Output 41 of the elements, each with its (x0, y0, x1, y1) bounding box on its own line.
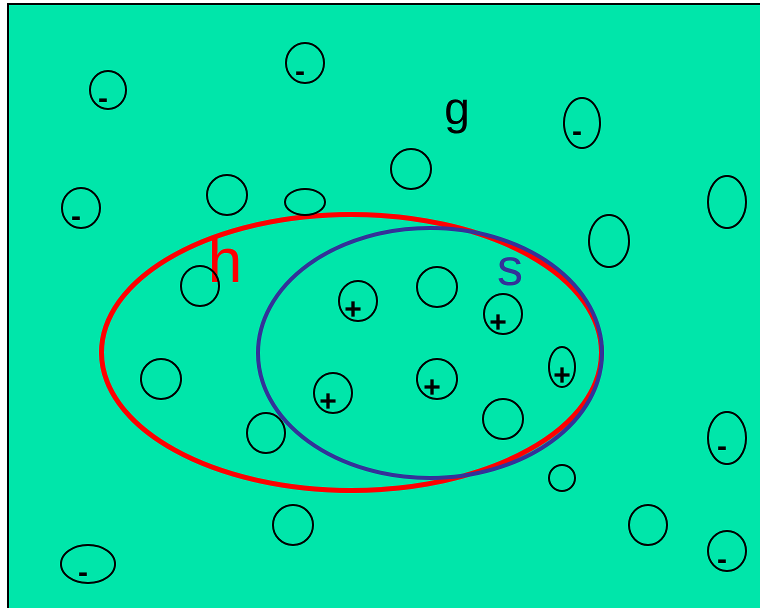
sign-label: + (319, 387, 337, 417)
sign-label: + (489, 308, 507, 338)
element-circle (390, 148, 432, 190)
element-circle (483, 293, 523, 335)
set-ellipse (256, 226, 604, 480)
set-label: g (444, 85, 470, 131)
element-circle (338, 280, 378, 322)
sign-label: - (78, 558, 88, 588)
element-circle (588, 214, 630, 268)
element-circle (416, 358, 458, 400)
element-circle (284, 188, 326, 216)
element-circle (272, 504, 314, 546)
element-circle (628, 504, 668, 546)
element-circle (285, 42, 325, 84)
set-rectangle (7, 3, 760, 608)
sign-label: - (71, 202, 81, 232)
sign-label: - (717, 545, 727, 575)
sign-label: + (344, 295, 362, 325)
element-circle (707, 175, 747, 229)
sign-label: - (98, 84, 108, 114)
element-circle (60, 544, 116, 584)
element-circle (61, 187, 101, 229)
element-circle (89, 70, 127, 110)
set-label: s (497, 242, 523, 294)
element-circle (313, 372, 353, 414)
element-circle (707, 530, 747, 572)
element-circle (140, 358, 182, 400)
element-circle (416, 266, 458, 308)
sign-label: - (717, 432, 727, 462)
element-circle (482, 398, 524, 440)
sign-label: + (553, 361, 571, 391)
sign-label: + (423, 373, 441, 403)
sign-label: - (572, 117, 582, 147)
element-circle (206, 174, 248, 216)
element-circle (707, 411, 747, 465)
element-circle (246, 412, 286, 454)
element-circle (548, 346, 576, 388)
sign-label: - (295, 57, 305, 87)
set-ellipse (98, 212, 604, 492)
element-circle (563, 97, 601, 149)
element-circle (548, 464, 576, 492)
